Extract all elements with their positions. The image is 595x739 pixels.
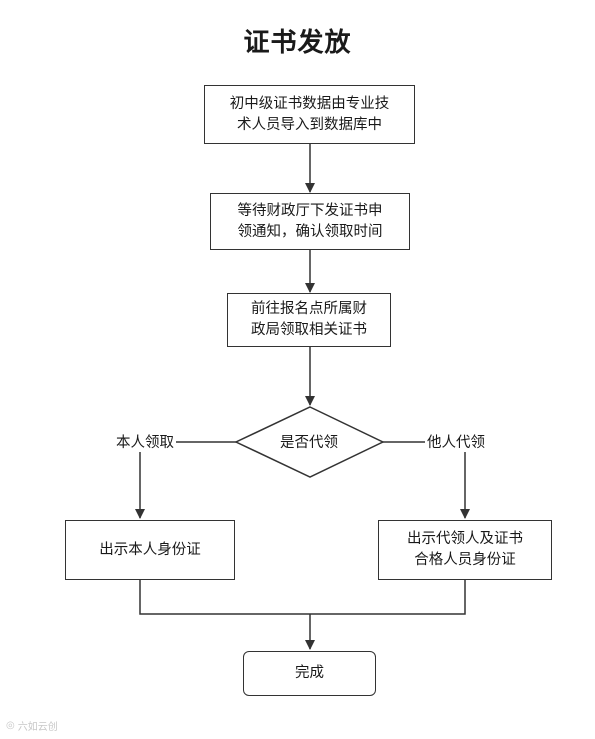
step-proxy-line-1: 出示代领人及证书 [407,531,523,547]
step-go-line-2: 政局领取相关证书 [251,322,367,338]
step-wait-line-2: 领通知，确认领取时间 [237,223,383,240]
decision-diamond [234,406,385,478]
step-proxy-line-2: 合格人员身份证 [414,552,516,568]
merge-line-right [310,580,466,615]
step-self-box: 出示本人身份证 [65,520,235,580]
arrow-self-branch [135,441,236,519]
weibo-icon: ◎ [6,720,15,731]
arrow-proxy-branch [383,441,470,519]
step-done-box: 完成 [243,651,376,696]
watermark: ◎ 六如云创 [6,718,58,733]
step-go-line-1: 前往报名点所属财 [251,301,367,317]
step-proxy-box: 出示代领人及证书 合格人员身份证 [378,520,552,580]
step-import-box: 初中级证书数据由专业技 术人员导入到数据库中 [204,85,415,144]
self-branch-label: 本人领取 [114,431,176,452]
step-import-line-2: 术人员导入到数据库中 [237,116,382,133]
merge-line-left [139,580,310,615]
diagram-title: 证书发放 [243,28,352,58]
step-import-line-1: 初中级证书数据由专业技 [229,95,390,112]
step-go-box: 前往报名点所属财 政局领取相关证书 [227,293,391,347]
watermark-text: 六如云创 [17,722,58,733]
proxy-branch-label: 他人代领 [425,431,487,452]
step-self-text: 出示本人身份证 [99,541,201,558]
step-wait-line-1: 等待财政厅下发证书申 [237,202,383,219]
step-done-text: 完成 [295,665,324,681]
step-wait-box: 等待财政厅下发证书申 领通知，确认领取时间 [210,193,410,250]
decision-label: 是否代领 [280,435,338,451]
